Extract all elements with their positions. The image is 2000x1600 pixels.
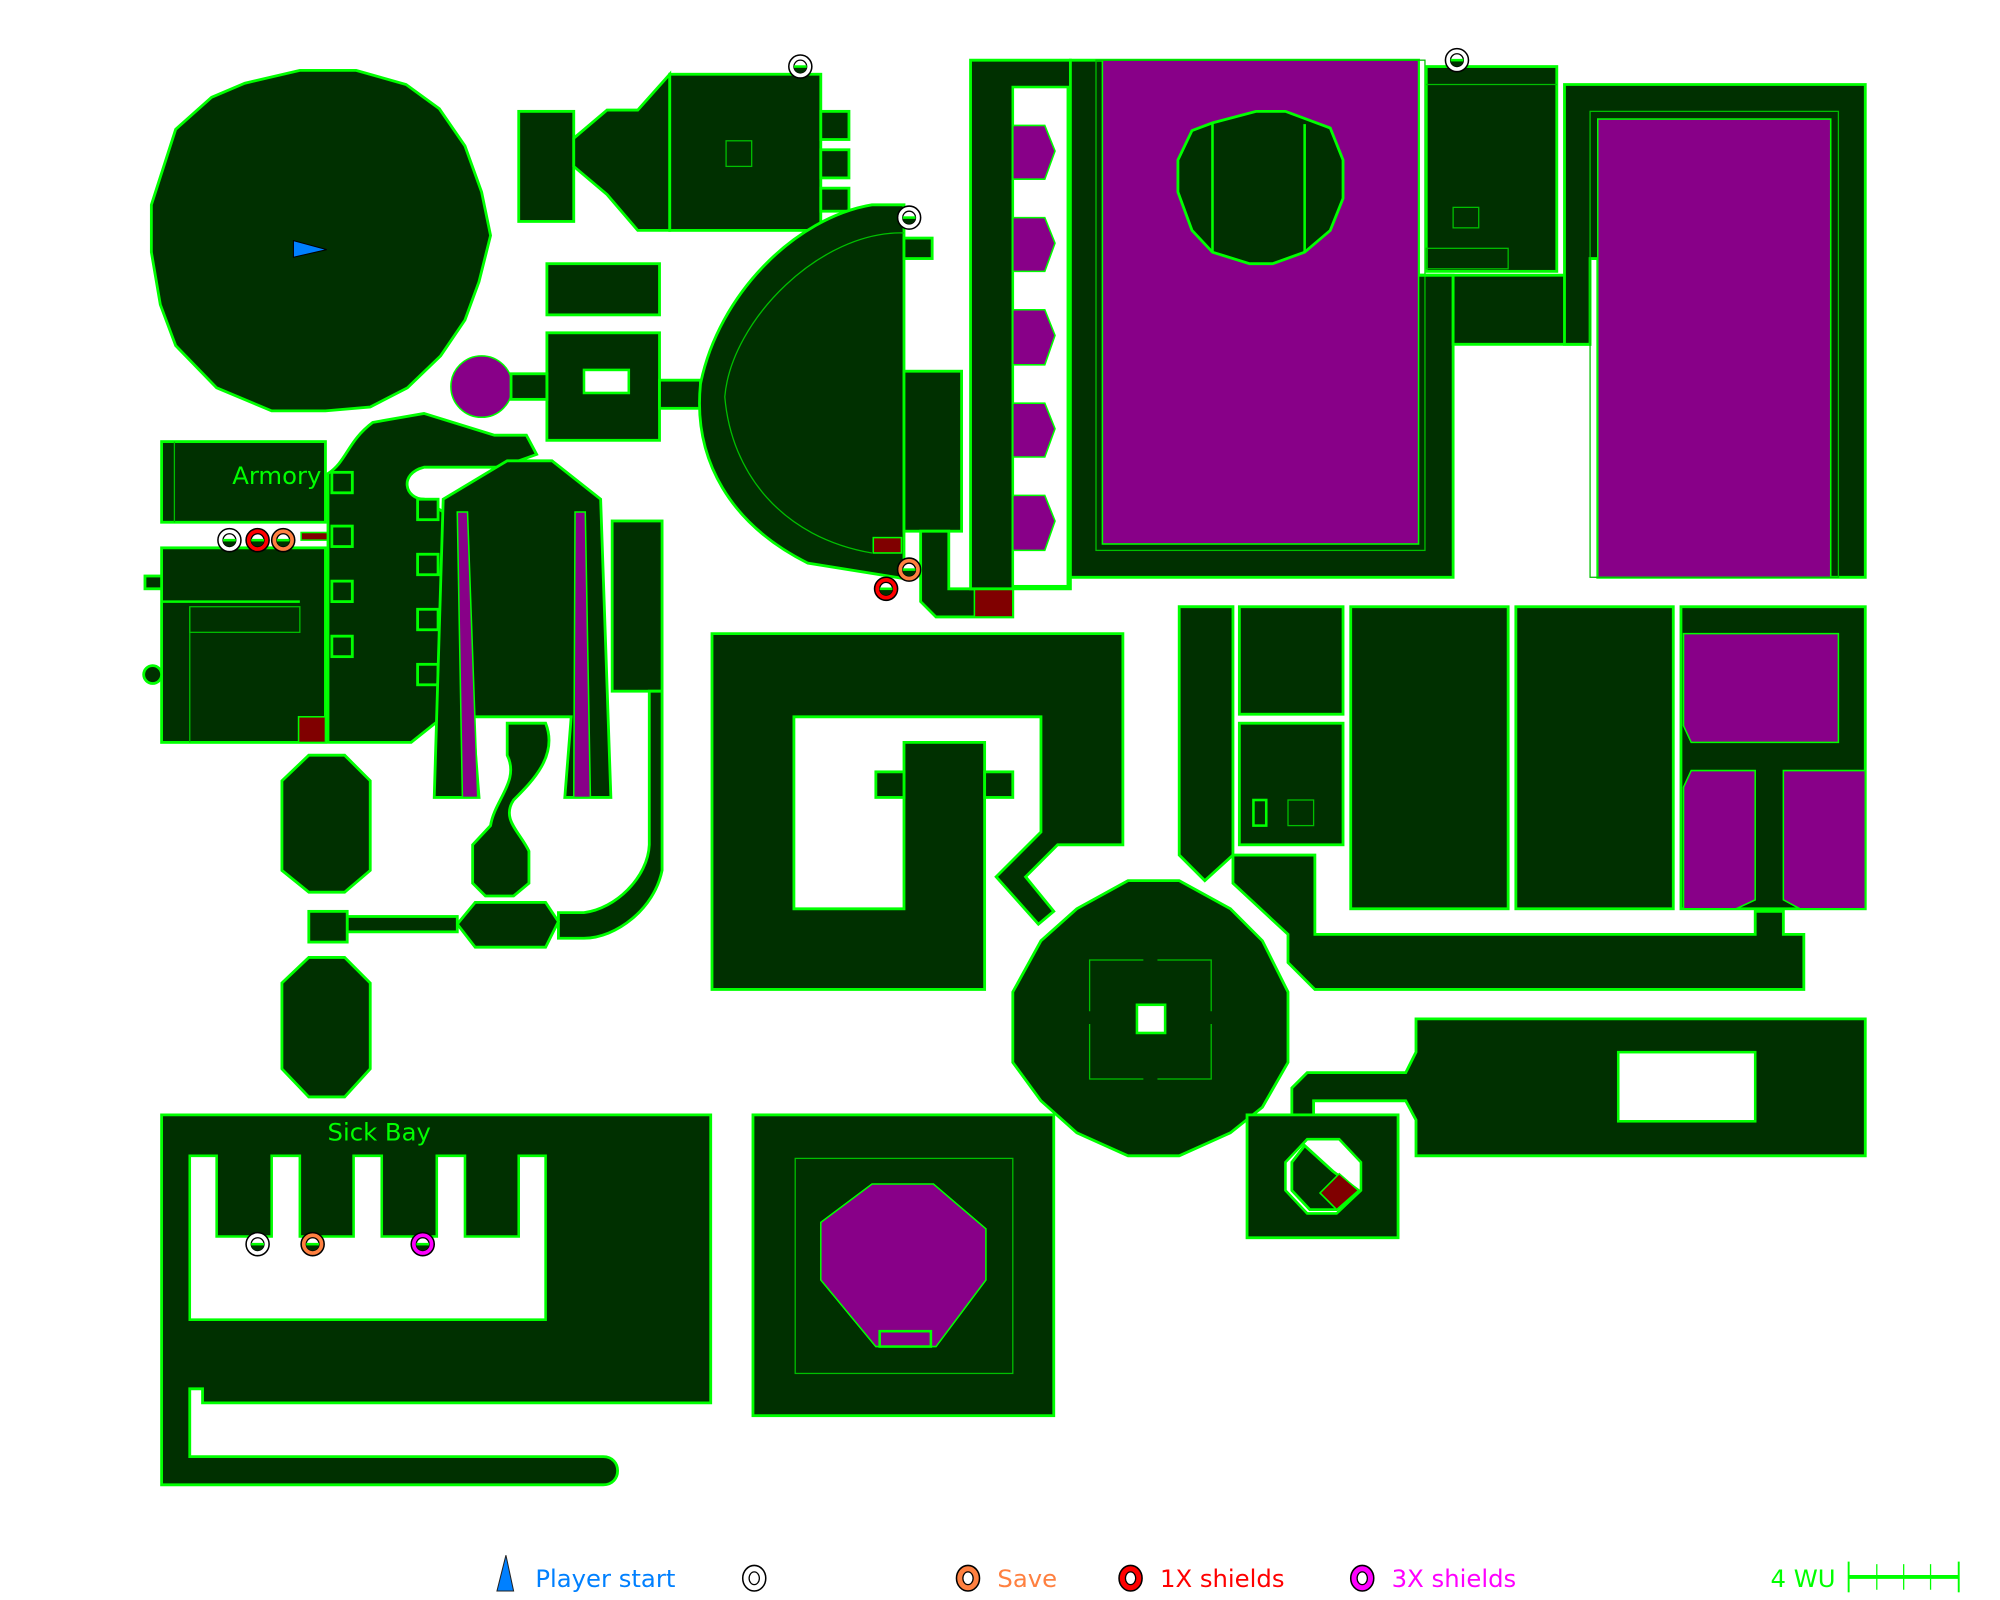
shields-3x-marker [410, 1231, 436, 1257]
save-marker [270, 527, 296, 553]
save-marker [896, 557, 922, 582]
legend-save: Save [997, 1564, 1057, 1593]
item-marker [1444, 47, 1470, 73]
room-bay-1 [1349, 605, 1510, 911]
room-cell-a [1237, 605, 1345, 716]
room-label-armory: Armory [232, 461, 321, 490]
room-small-north [517, 109, 576, 223]
item-legend-icon [741, 1564, 767, 1592]
shields-1x-legend-icon [1118, 1564, 1143, 1592]
shields-3x-legend-icon [1349, 1564, 1375, 1592]
legend-scale-label: 4 WU [1771, 1564, 1836, 1593]
shields-1x-marker [873, 576, 899, 602]
room-north-center [668, 72, 823, 232]
room-small-b [545, 262, 661, 317]
item-marker [245, 1231, 270, 1257]
shields-1x-marker [245, 527, 270, 553]
legend-shields-1x: 1X shields [1160, 1564, 1285, 1593]
room-dome [698, 203, 906, 581]
legend: Player start Save 1X shields 3X shields … [496, 1555, 1960, 1593]
item-marker [788, 54, 813, 79]
save-legend-icon [955, 1564, 981, 1592]
legend-shields-3x: 3X shields [1392, 1564, 1517, 1593]
item-marker [217, 527, 242, 553]
player-start-icon [292, 239, 327, 258]
liquid-pool-small [450, 355, 514, 419]
scale-bar [1847, 1561, 1960, 1593]
save-marker [300, 1231, 325, 1257]
room-pod-north [280, 753, 372, 894]
room-label-sick-bay: Sick Bay [328, 1117, 431, 1146]
legend-player-start: Player start [535, 1564, 675, 1593]
room-octagon-nw [149, 68, 493, 413]
room-armory [160, 440, 327, 524]
corridor-funnel [572, 70, 672, 232]
room-pod-south [280, 956, 372, 1099]
room-bay-2 [1514, 605, 1675, 911]
player-start-legend-icon [496, 1555, 515, 1592]
item-marker [896, 205, 922, 230]
room-control [1424, 65, 1559, 273]
